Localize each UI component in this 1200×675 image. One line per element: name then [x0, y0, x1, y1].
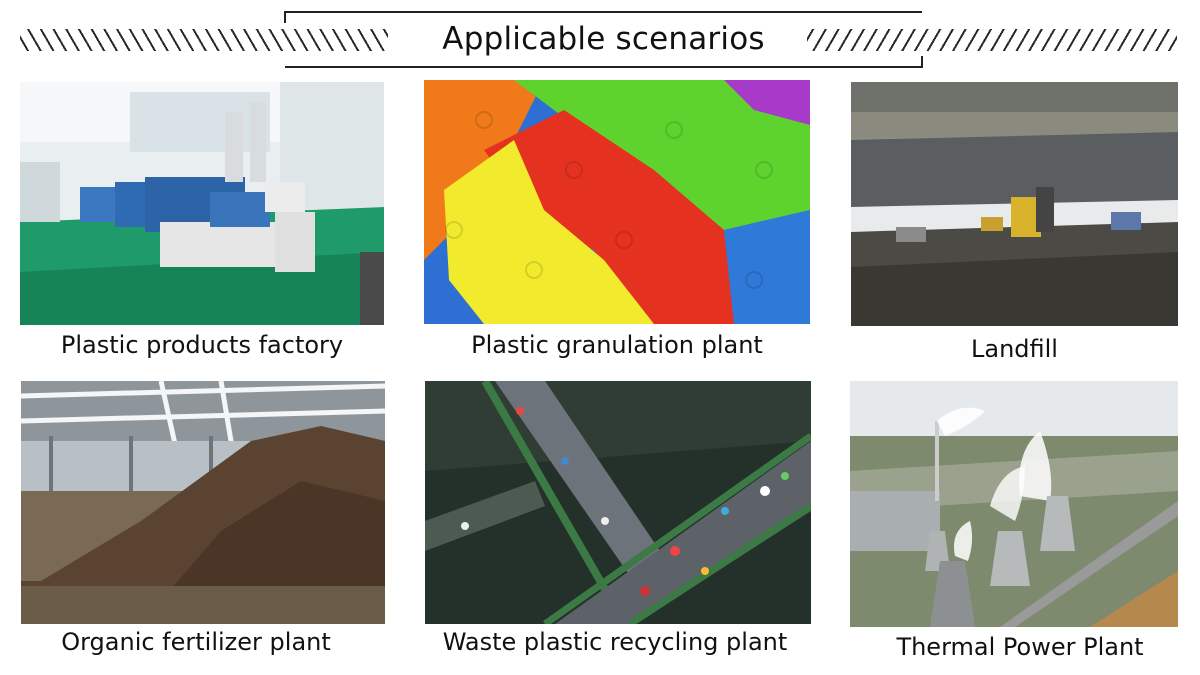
scenario-image-waste-plastic-recycling-plant — [425, 381, 811, 624]
scenario-caption-plastic-products-factory: Plastic products factory — [60, 331, 344, 359]
scenario-caption-landfill: Landfill — [971, 335, 1058, 363]
scenario-image-plastic-products-factory — [20, 82, 384, 325]
scenario-image-organic-fertilizer-plant — [21, 381, 385, 624]
decorative-hatch-right — [807, 29, 1177, 51]
scenario-caption-waste-plastic-recycling-plant: Waste plastic recycling plant — [442, 628, 788, 656]
page-title: Applicable scenarios — [442, 21, 765, 57]
scenario-caption-plastic-granulation-plant: Plastic granulation plant — [471, 331, 763, 359]
header-frame: Applicable scenarios — [284, 11, 923, 68]
decorative-hatch-left — [20, 29, 388, 51]
scenario-image-landfill — [851, 82, 1178, 326]
scenario-image-plastic-granulation-plant — [424, 80, 810, 324]
scenario-caption-thermal-power-plant: Thermal Power Plant — [896, 633, 1144, 661]
scenario-caption-organic-fertilizer-plant: Organic fertilizer plant — [61, 628, 331, 656]
scenario-image-thermal-power-plant — [850, 381, 1178, 627]
